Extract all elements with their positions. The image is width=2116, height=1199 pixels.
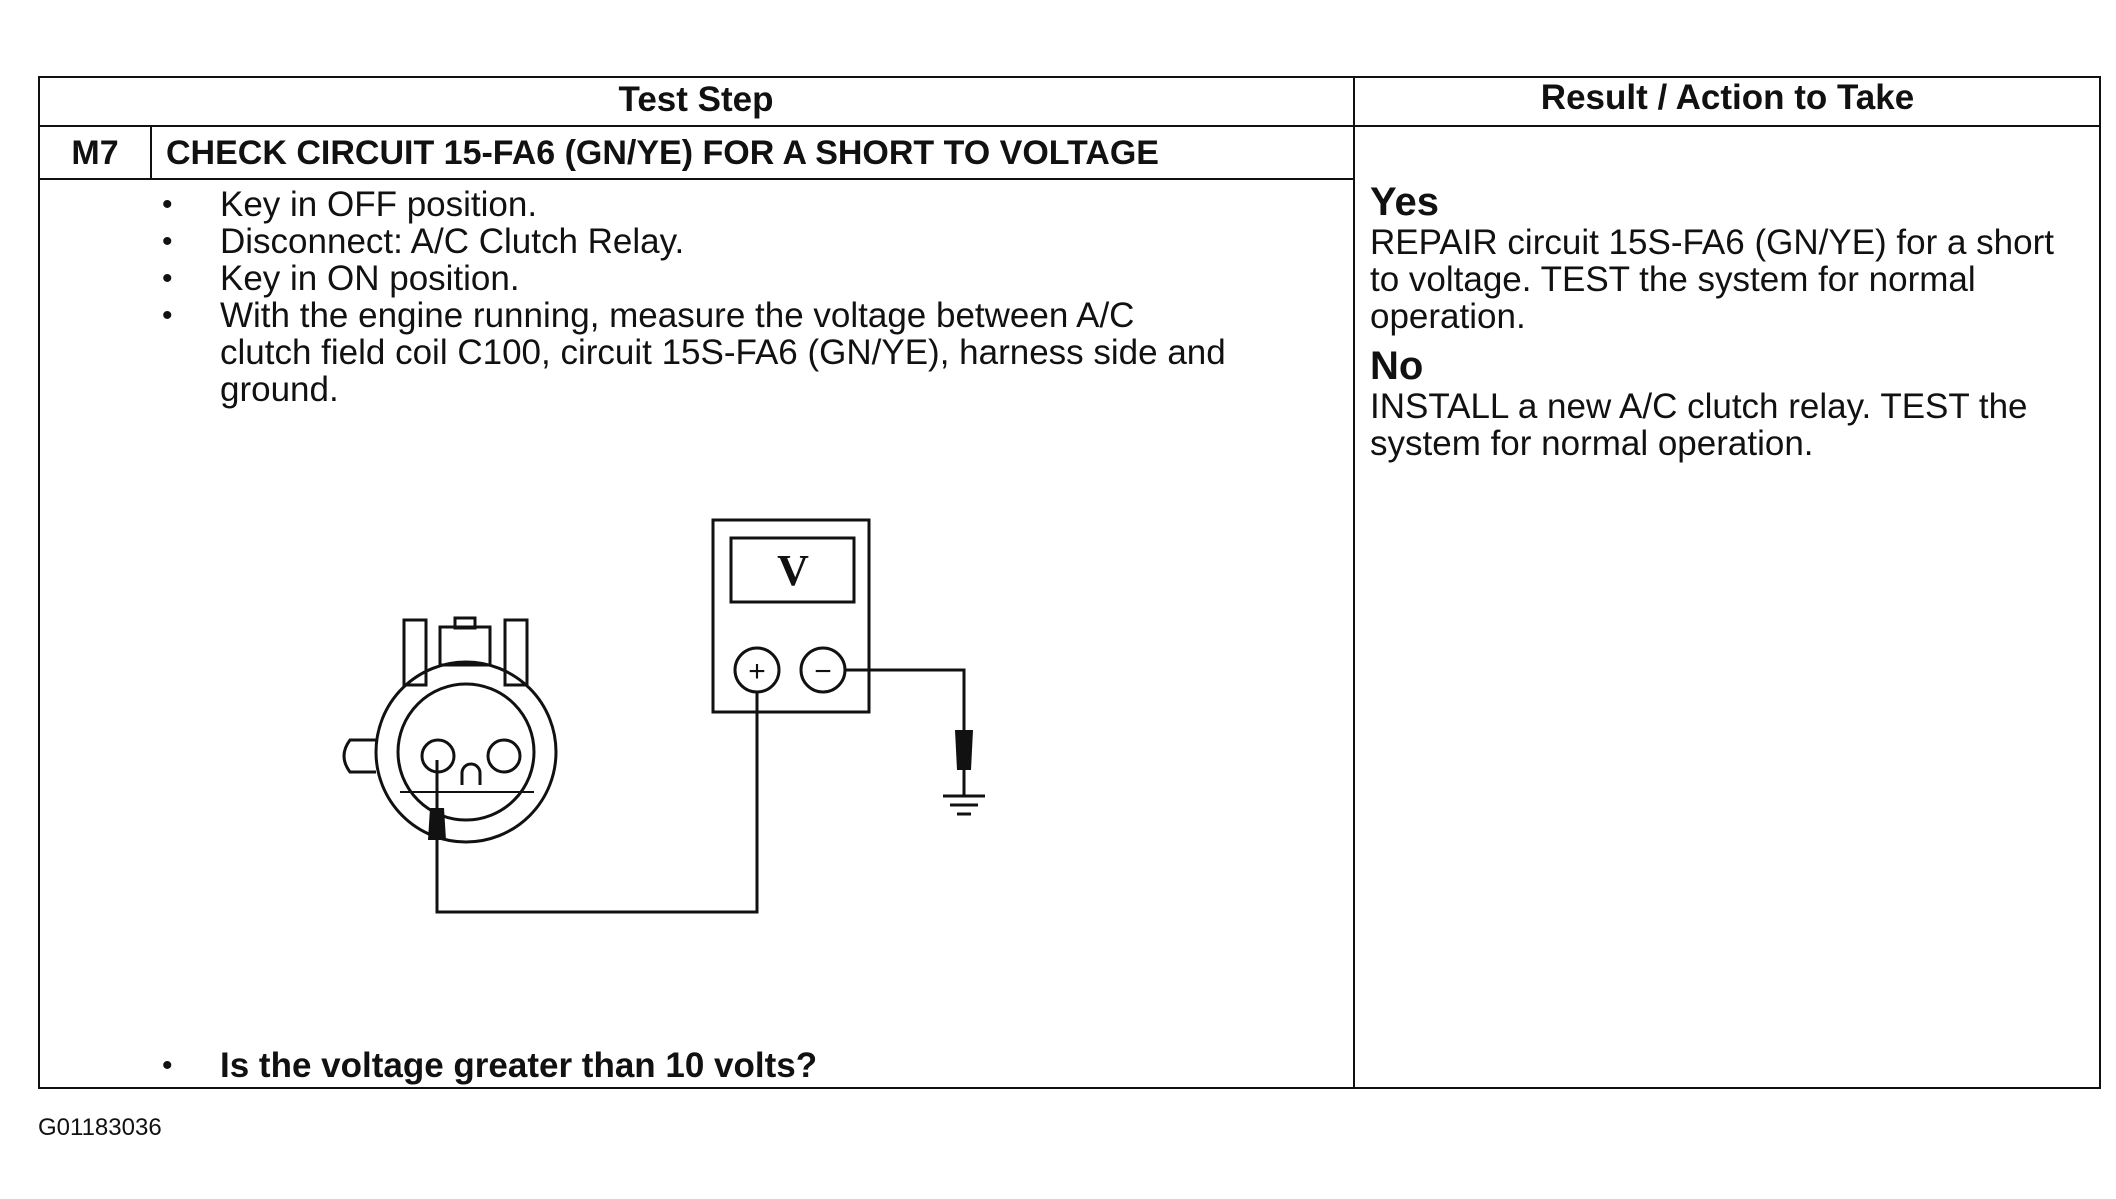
column-divider (1353, 76, 1355, 1089)
header-divider (38, 125, 2101, 127)
question-text: Is the voltage greater than 10 volts? (220, 1046, 818, 1085)
instruction-item: • With the engine running, measure the vo… (156, 297, 1230, 408)
header-result-action: Result / Action to Take (1540, 78, 1915, 117)
instruction-list: • Key in OFF position. • Disconnect: A/C C… (156, 186, 1306, 408)
instruction-text: Key in ON position. (220, 259, 520, 298)
minus-terminal-label: − (814, 655, 832, 688)
result-yes: Yes REPAIR circuit 15S-FA6 (GN/YE) for a… (1370, 180, 2070, 335)
instruction-text: Disconnect: A/C Clutch Relay. (220, 222, 685, 261)
probe-icon (428, 730, 973, 840)
step-id: M7 (71, 133, 119, 172)
yes-action-text: REPAIR circuit 15S-FA6 (GN/YE) for a sho… (1370, 223, 2054, 336)
yes-label: Yes (1370, 180, 1439, 224)
test-table (38, 76, 2101, 1089)
header-test-step: Test Step (618, 80, 774, 119)
connector-icon (342, 616, 558, 844)
instruction-item: • Key in ON position. (156, 260, 1306, 297)
no-label: No (1370, 344, 1424, 388)
figure-id: G01183036 (38, 1114, 162, 1141)
step-title: CHECK CIRCUIT 15-FA6 (GN/YE) FOR A SHORT… (166, 133, 1159, 172)
step-row-divider (38, 178, 1354, 180)
instruction-item: • Disconnect: A/C Clutch Relay. (156, 223, 1306, 260)
no-action-text: INSTALL a new A/C clutch relay. TEST the… (1370, 387, 2028, 463)
result-no: No INSTALL a new A/C clutch relay. TEST … (1370, 344, 2070, 462)
bullet-icon: • (162, 225, 173, 258)
bullet-icon: • (162, 1049, 173, 1082)
instruction-item: • Key in OFF position. (156, 186, 1306, 223)
plus-terminal-label: + (748, 655, 766, 688)
test-question: • Is the voltage greater than 10 volts? (156, 1046, 817, 1086)
bullet-icon: • (162, 188, 173, 221)
bullet-icon: • (162, 262, 173, 295)
ground-icon (943, 794, 985, 816)
instruction-text: With the engine running, measure the vol… (220, 296, 1226, 409)
step-id-divider (150, 125, 152, 179)
bullet-icon: • (162, 299, 173, 332)
instruction-text: Key in OFF position. (220, 185, 538, 224)
meter-symbol: V (777, 546, 809, 595)
